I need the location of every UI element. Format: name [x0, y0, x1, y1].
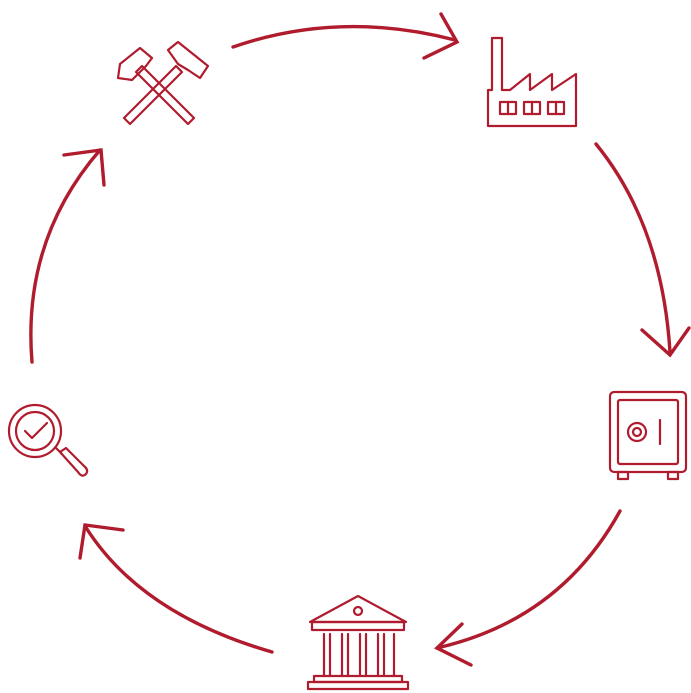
arrow-factory-to-safe: [594, 142, 691, 358]
bank-icon: [306, 594, 410, 691]
magnifier-check-icon: [7, 403, 89, 477]
safe-icon: [608, 390, 688, 481]
factory-icon: [486, 36, 578, 128]
crossed-hammers-icon: [116, 40, 210, 126]
arrow-magnifier-to-hammers: [29, 148, 106, 364]
arrow-bank-to-magnifier: [78, 523, 274, 654]
arrow-safe-to-bank: [434, 509, 622, 667]
cycle-arrows: [29, 12, 691, 667]
arrow-hammers-to-factory: [231, 12, 460, 60]
